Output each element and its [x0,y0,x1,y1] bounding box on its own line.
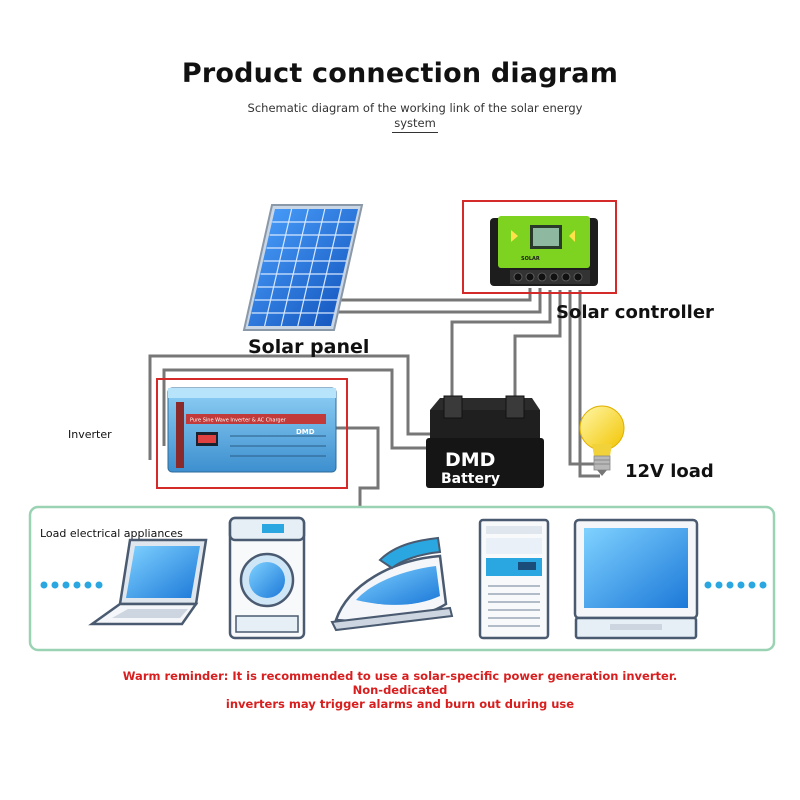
inverter-header: Pure Sine Wave Inverter & AC Charger [190,418,287,424]
solar-panel-label: Solar panel [248,336,370,358]
washing-machine-icon [228,516,306,640]
solar-controller-icon: SOLAR [490,216,598,286]
subtitle-line-2: system [392,116,438,133]
monitor-icon [573,518,699,640]
solar-controller-label: Solar controller [556,302,714,323]
controller-highlight-box [462,200,617,294]
flow-dots-left [40,581,103,589]
page-subtitle: Schematic diagram of the working link of… [230,101,600,133]
wire-panel-controller-2 [330,288,542,314]
wire-controller-battery-2 [513,290,562,398]
inverter-highlight-box [156,378,348,489]
flow-dots-right [704,581,767,589]
reminder-line-2: inverters may trigger alarms and burn ou… [225,697,575,711]
iron-icon [330,536,454,632]
appliances-label: Load electrical appliances [40,527,183,540]
battery-name: Battery [441,471,500,487]
warm-reminder: Warm reminder: It is recommended to use … [120,669,680,711]
inverter-logo: DMD [296,428,315,436]
laptop-icon [88,538,208,626]
light-bulb-icon [579,405,625,476]
inverter-icon: Pure Sine Wave Inverter & AC Charger DMD [167,387,337,473]
wire-inverter-appliances [300,426,380,510]
controller-badge: SOLAR [521,256,540,262]
page-title: Product connection diagram [181,58,619,89]
wire-battery-inverter-1 [148,354,438,460]
load-label: 12V load [625,461,714,482]
wire-controller-load-1 [568,290,595,466]
wire-controller-load-2 [578,290,600,478]
reminder-line-1: Warm reminder: It is recommended to use … [122,669,678,697]
wire-battery-inverter-2 [162,368,438,450]
battery-brand: DMD [445,449,495,471]
subtitle-line-1: Schematic diagram of the working link of… [247,101,583,115]
inverter-label: Inverter [68,428,112,441]
battery-icon: DMD Battery [426,395,544,488]
air-conditioner-icon [478,518,550,640]
wires [148,288,600,510]
wire-controller-battery-1 [450,290,552,398]
solar-panel-icon [242,204,364,331]
